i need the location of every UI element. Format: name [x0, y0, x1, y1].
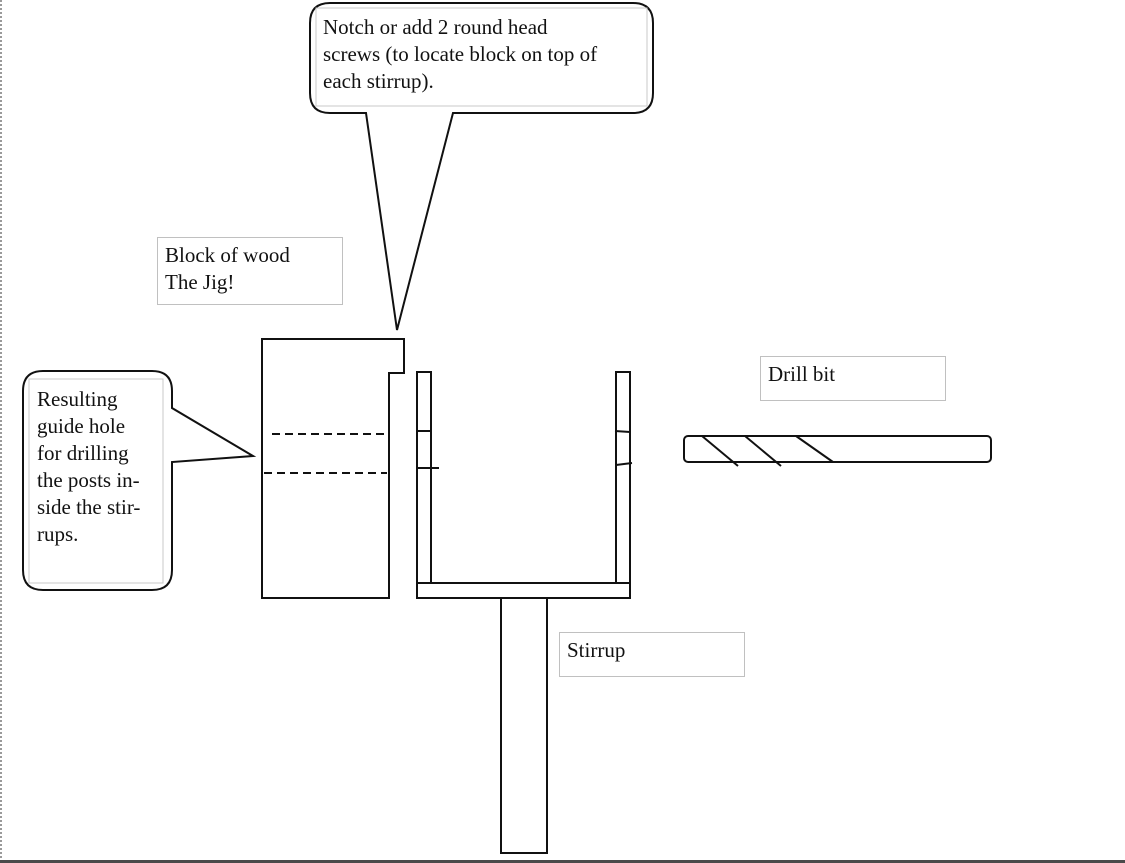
stirrup-right-mark-1 [614, 430, 631, 433]
notch-callout-text: Notch or add 2 round head screws (to loc… [323, 15, 598, 93]
guide-hole-callout-text: Resulting guide hole for drilling the po… [37, 387, 141, 546]
notch-callout-shape [309, 2, 654, 331]
block-of-wood-label: Block of wood The Jig! [157, 237, 343, 305]
page-left-edge [0, 0, 2, 860]
guide-hole-callout-bubble [22, 370, 257, 591]
stirrup-right-plate [615, 371, 631, 584]
drill-bit [683, 435, 992, 467]
drill-bit-flute-3 [795, 435, 834, 463]
drill-bit-body [683, 435, 992, 463]
guide-hole-callout-inner-frame [28, 378, 164, 584]
jig-block-outline [261, 338, 405, 599]
stirrup-post [500, 597, 548, 854]
stirrup-right-mark-2 [615, 462, 633, 466]
drill-bit-flute-2 [744, 435, 782, 467]
jig-block [261, 338, 405, 599]
stirrup [416, 371, 633, 854]
stirrup-base [416, 582, 631, 599]
stirrup-left-plate [416, 371, 432, 584]
notch-callout-inner-frame [315, 7, 648, 107]
stirrup-label: Stirrup [559, 632, 745, 677]
drill-bit-label: Drill bit [760, 356, 946, 401]
notch-callout-bubble [309, 2, 654, 331]
page-bottom-edge [0, 860, 1125, 863]
guide-hole-callout-shape [22, 370, 257, 591]
drill-bit-flute-1 [701, 435, 739, 467]
